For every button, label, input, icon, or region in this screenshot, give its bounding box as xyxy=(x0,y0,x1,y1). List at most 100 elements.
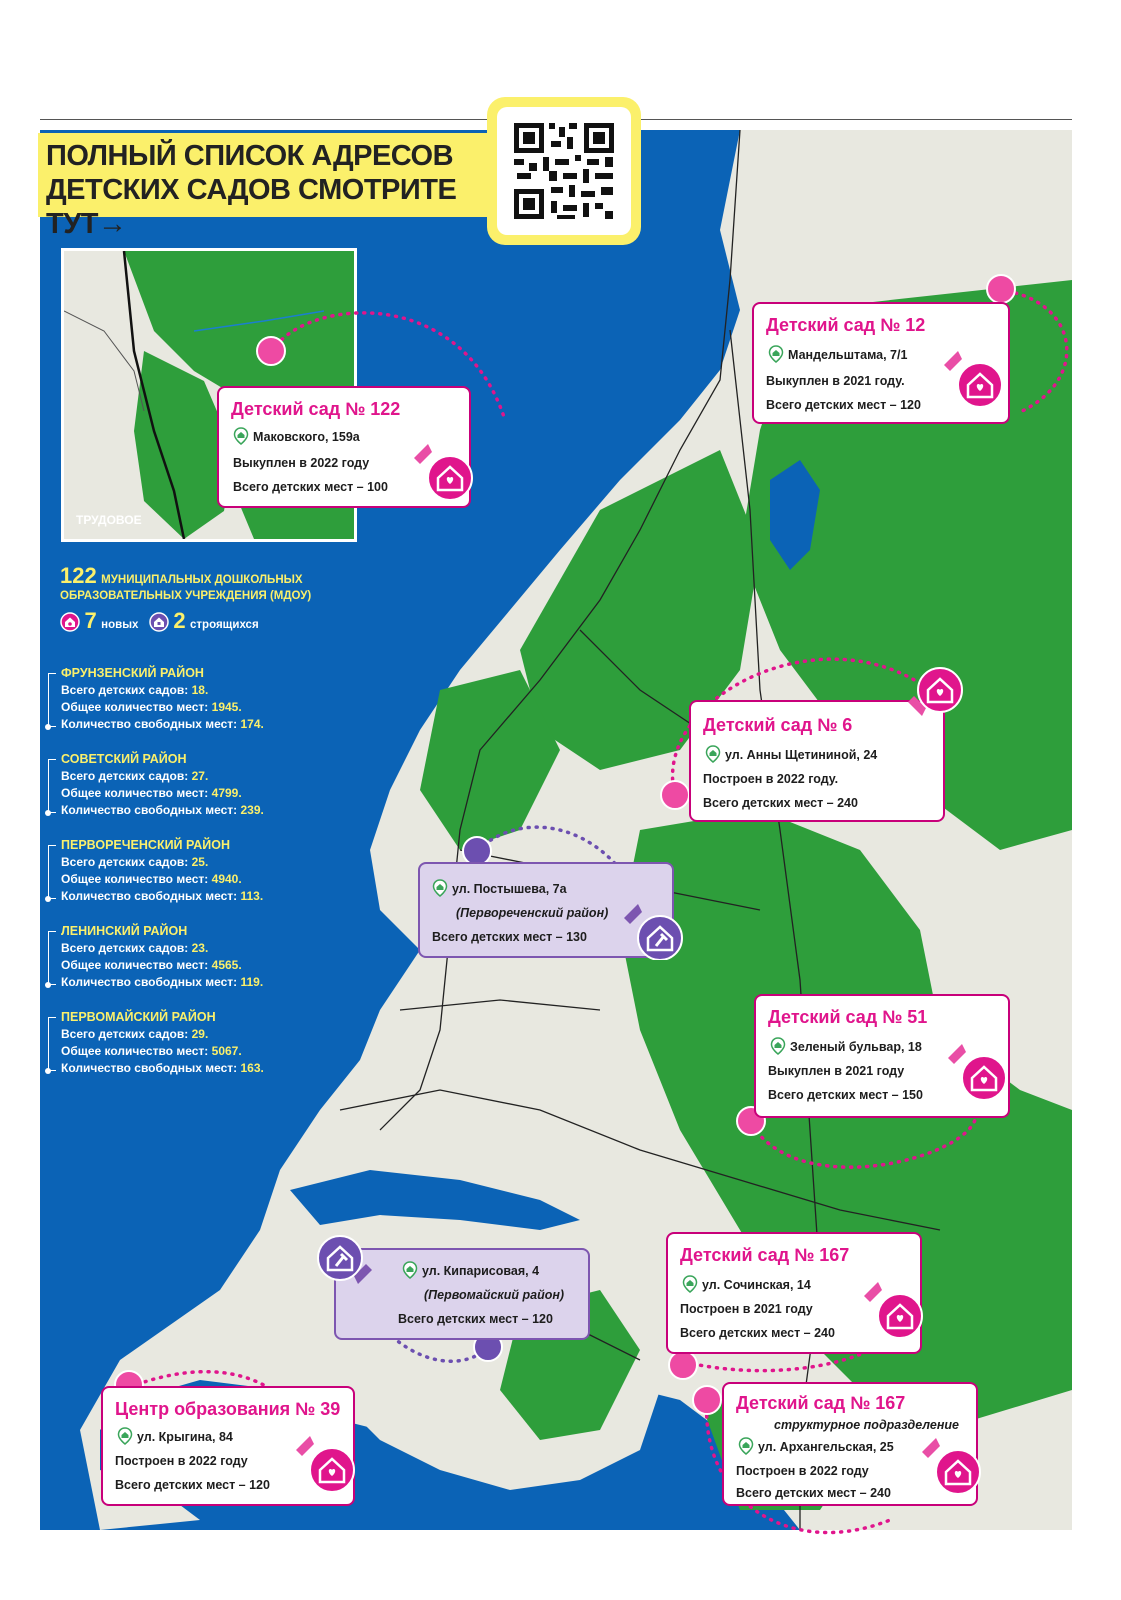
card-line-3: Всего детских мест – 240 xyxy=(736,1486,891,1500)
qr-code-icon xyxy=(514,123,614,219)
district-row-value: 4799. xyxy=(211,786,242,800)
district-row-label: Всего детских садов: xyxy=(61,683,189,697)
location-pin-icon xyxy=(738,1437,754,1455)
district-row-value: 174. xyxy=(240,717,264,731)
summary-block: 122 МУНИЦИПАЛЬНЫХ ДОШКОЛЬНЫХ ОБРАЗОВАТЕЛ… xyxy=(60,563,360,634)
lake xyxy=(770,460,820,570)
card-address-text: ул. Анны Щетининой, 24 xyxy=(725,748,878,762)
new-count: 7 xyxy=(84,608,97,633)
location-pin-icon xyxy=(233,427,249,445)
card-address-text: Зеленый бульвар, 18 xyxy=(790,1040,922,1054)
card-title: Детский сад № 122 xyxy=(231,399,401,419)
district-row-value: 4940. xyxy=(211,872,242,886)
new-kindergarten-badge-icon[interactable] xyxy=(292,1428,356,1492)
district-pervomaisky: ПЕРВОМАЙСКИЙ РАЙОН Всего детских садов: … xyxy=(45,1008,308,1077)
qr-code-frame[interactable] xyxy=(487,97,641,245)
building-kindergarten-icon xyxy=(149,612,169,632)
new-kindergarten-badge-icon[interactable] xyxy=(944,1036,1008,1100)
district-row-value: 113. xyxy=(240,889,264,903)
card-kindergarten-167[interactable]: Детский сад № 167 ул. Сочинская, 14 Пост… xyxy=(666,1232,922,1354)
location-pin-icon xyxy=(402,1261,418,1279)
map-marker-k12[interactable] xyxy=(986,274,1016,304)
card-address-text: ул. Кипарисовая, 4 xyxy=(422,1264,540,1278)
headline-line-2-text: ДЕТСКИХ САДОВ СМОТРИТЕ ТУТ xyxy=(46,174,457,240)
card-construction-kiparisovaya[interactable]: ул. Кипарисовая, 4 (Первомайский район) … xyxy=(334,1248,590,1340)
district-row-label: Количество свободных мест: xyxy=(61,717,238,731)
card-title: Детский сад № 167 xyxy=(736,1393,906,1413)
new-kindergarten-badge-icon[interactable] xyxy=(940,343,1004,407)
card-title: Детский сад № 51 xyxy=(768,1007,928,1027)
district-name: ЛЕНИНСКИЙ РАЙОН xyxy=(61,924,188,938)
card-line-3: Всего детских мест – 120 xyxy=(766,398,921,412)
district-row-value: 23. xyxy=(191,941,209,955)
location-pin-icon xyxy=(705,745,721,763)
card-kindergarten-6[interactable]: Детский сад № 6 ул. Анны Щетининой, 24 П… xyxy=(689,700,945,822)
card-title: Центр образования № 39 xyxy=(115,1399,341,1419)
district-name: ПЕРВОРЕЧЕНСКИЙ РАЙОН xyxy=(61,838,231,852)
new-kindergarten-badge-icon[interactable] xyxy=(410,436,474,500)
new-kindergarten-icon xyxy=(60,612,80,632)
location-pin-icon xyxy=(770,1037,786,1055)
district-row-value: 27. xyxy=(191,769,209,783)
map-marker-k167[interactable] xyxy=(668,1350,698,1380)
card-address: Мандельштама, 7/1 xyxy=(768,344,907,366)
card-address-text: ул. Крыгина, 84 xyxy=(137,1430,233,1444)
new-kindergarten-badge-icon[interactable] xyxy=(918,1430,982,1494)
map-marker-k51[interactable] xyxy=(736,1106,766,1136)
card-construction-postysheva[interactable]: ул. Постышева, 7а (Первореченский район)… xyxy=(418,862,674,958)
map-marker-k167b[interactable] xyxy=(692,1385,722,1415)
card-line-3: Всего детских мест – 120 xyxy=(115,1478,270,1492)
district-pervorechensky: ПЕРВОРЕЧЕНСКИЙ РАЙОН Всего детских садов… xyxy=(45,836,308,905)
card-address: ул. Кипарисовая, 4 xyxy=(402,1260,539,1282)
building-count: 2 xyxy=(173,608,186,633)
construction-badge-icon[interactable] xyxy=(312,1230,376,1294)
card-line-2: Выкуплен в 2021 году xyxy=(768,1064,905,1078)
district-sovetsky: СОВЕТСКИЙ РАЙОН Всего детских садов: 27.… xyxy=(45,750,308,819)
new-kindergarten-badge-icon[interactable] xyxy=(904,662,968,726)
card-district: (Первореченский район) xyxy=(456,906,609,920)
district-row-value: 29. xyxy=(191,1027,209,1041)
headline-line-2: ДЕТСКИХ САДОВ СМОТРИТЕ ТУТ→ xyxy=(38,173,508,241)
district-row-label: Общее количество мест: xyxy=(61,872,209,886)
district-row-value: 18. xyxy=(191,683,209,697)
total-count: 122 xyxy=(60,563,97,588)
card-line-3: Всего детских мест – 240 xyxy=(680,1326,835,1340)
summary-label-2: ОБРАЗОВАТЕЛЬНЫХ УЧРЕЖДЕНИЯ (МДОУ) xyxy=(60,590,312,602)
card-line-2: Построен в 2021 году xyxy=(680,1302,813,1316)
card-line-3: Всего детских мест – 150 xyxy=(768,1088,923,1102)
new-label: новых xyxy=(101,619,139,631)
card-line-2: Построен в 2022 году xyxy=(115,1454,248,1468)
location-pin-icon xyxy=(432,879,448,897)
construction-badge-icon[interactable] xyxy=(620,896,684,960)
card-subtitle: структурное подразделение xyxy=(774,1418,959,1432)
district-row-label: Всего детских садов: xyxy=(61,941,189,955)
headline-line-1: ПОЛНЫЙ СПИСОК АДРЕСОВ xyxy=(46,140,454,172)
summary-label-1: МУНИЦИПАЛЬНЫХ ДОШКОЛЬНЫХ xyxy=(101,574,303,586)
district-row-label: Всего детских садов: xyxy=(61,855,189,869)
card-education-center-39[interactable]: Центр образования № 39 ул. Крыгина, 84 П… xyxy=(101,1386,355,1506)
district-row-label: Общее количество мест: xyxy=(61,958,209,972)
inset-label: ТРУДОВОЕ xyxy=(76,513,142,527)
map-marker-k6[interactable] xyxy=(660,780,690,810)
district-row-label: Общее количество мест: xyxy=(61,1044,209,1058)
card-line-2: Выкуплен в 2022 году xyxy=(233,456,370,470)
district-row-value: 5067. xyxy=(211,1044,242,1058)
card-line-3: Всего детских мест – 130 xyxy=(432,930,587,944)
new-kindergarten-badge-icon[interactable] xyxy=(860,1274,924,1338)
card-address: ул. Сочинская, 14 xyxy=(682,1274,811,1296)
card-address-text: ул. Архангельская, 25 xyxy=(758,1440,894,1454)
card-kindergarten-12[interactable]: Детский сад № 12 Мандельштама, 7/1 Выкуп… xyxy=(752,302,1010,424)
card-kindergarten-51[interactable]: Детский сад № 51 Зеленый бульвар, 18 Вык… xyxy=(754,994,1010,1118)
district-name: ФРУНЗЕНСКИЙ РАЙОН xyxy=(61,666,204,680)
qr-code[interactable] xyxy=(497,107,631,235)
card-line-2: Выкуплен в 2021 году. xyxy=(766,374,905,388)
golden-horn-bay xyxy=(290,1170,580,1230)
card-line-3: Всего детских мест – 240 xyxy=(703,796,858,810)
district-row-label: Всего детских садов: xyxy=(61,1027,189,1041)
map-marker-postysheva[interactable] xyxy=(462,836,492,866)
arrow-right-icon: → xyxy=(97,208,127,240)
district-row-label: Количество свободных мест: xyxy=(61,803,238,817)
card-line-3: Всего детских мест – 100 xyxy=(233,480,388,494)
district-row-label: Общее количество мест: xyxy=(61,786,209,800)
map-marker-k122[interactable] xyxy=(256,336,286,366)
